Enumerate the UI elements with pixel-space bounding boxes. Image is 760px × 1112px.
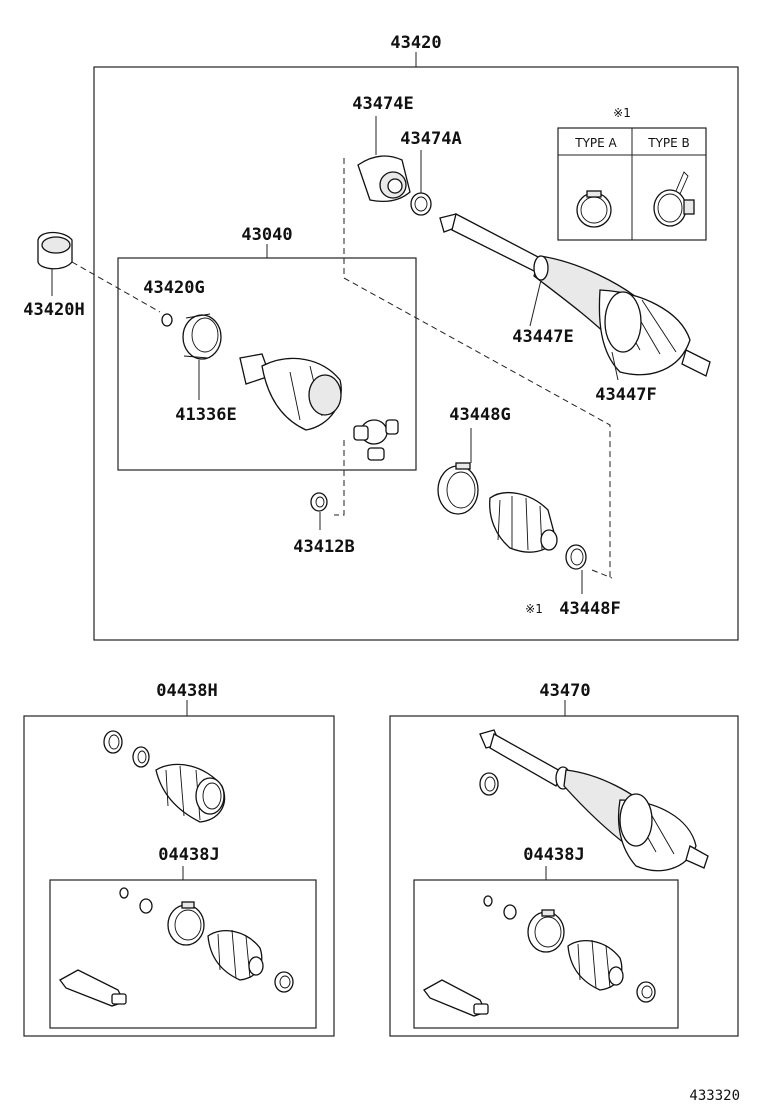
part-inner-boot xyxy=(489,492,558,553)
label-43448F[interactable]: 43448F xyxy=(559,599,620,619)
part-inboard-joint-housing xyxy=(239,353,342,431)
guide-dash-4 xyxy=(591,569,613,579)
kit-04438H-frame xyxy=(23,715,335,1037)
kit-04438H-parts xyxy=(103,730,226,823)
assembly-43470-frame xyxy=(389,715,739,1037)
label-43470[interactable]: 43470 xyxy=(539,681,590,701)
kit-04438J-right-parts xyxy=(423,895,656,1017)
diagram-reference-number: 433320 xyxy=(689,1088,740,1104)
leader-43447E xyxy=(529,279,542,327)
label-43040[interactable]: 43040 xyxy=(241,225,292,245)
part-tripod-spider xyxy=(353,419,399,461)
guide-dash-1 xyxy=(343,158,611,578)
label-43420G[interactable]: 43420G xyxy=(143,278,204,298)
label-43420[interactable]: 43420 xyxy=(390,33,441,53)
label-43474E[interactable]: 43474E xyxy=(352,94,413,114)
label-43420H[interactable]: 43420H xyxy=(23,300,84,320)
label-43474A[interactable]: 43474A xyxy=(400,129,461,149)
type-legend: ※1 TYPE A TYPE B xyxy=(557,106,707,241)
label-43447F[interactable]: 43447F xyxy=(595,385,656,405)
guide-dash-3 xyxy=(71,261,161,313)
leader-43447F xyxy=(611,351,619,381)
type-legend-mark: ※1 xyxy=(613,106,631,120)
part-41336E-ring xyxy=(182,313,222,400)
label-41336E[interactable]: 41336E xyxy=(175,405,236,425)
part-43448F-clamp xyxy=(565,544,587,594)
label-04438H[interactable]: 04438H xyxy=(156,681,217,701)
label-43448G[interactable]: 43448G xyxy=(449,405,510,425)
part-43420H-ring xyxy=(37,231,73,296)
part-43474A-clip xyxy=(410,150,432,216)
type-a-label: TYPE A xyxy=(574,136,617,150)
kit-04438J-left-parts xyxy=(59,887,294,1007)
type-b-label: TYPE B xyxy=(647,136,690,150)
part-43412B-snap-ring xyxy=(310,492,328,530)
type-b-clamp-icon xyxy=(653,171,695,227)
label-43412B[interactable]: 43412B xyxy=(293,537,354,557)
part-43420G-snap-ring xyxy=(161,313,173,327)
part-shaft-outboard xyxy=(439,213,711,377)
label-04438J-left[interactable]: 04438J xyxy=(158,845,219,865)
label-43448F-mark: ※1 xyxy=(525,602,543,616)
assembly-43470-shaft xyxy=(479,729,709,872)
label-04438J-right[interactable]: 04438J xyxy=(523,845,584,865)
guide-dash-2 xyxy=(334,440,345,516)
part-43448G-clamp xyxy=(437,428,479,515)
label-43447E[interactable]: 43447E xyxy=(512,327,573,347)
part-43474E-damper xyxy=(357,116,411,203)
type-a-clamp-icon xyxy=(576,190,612,228)
